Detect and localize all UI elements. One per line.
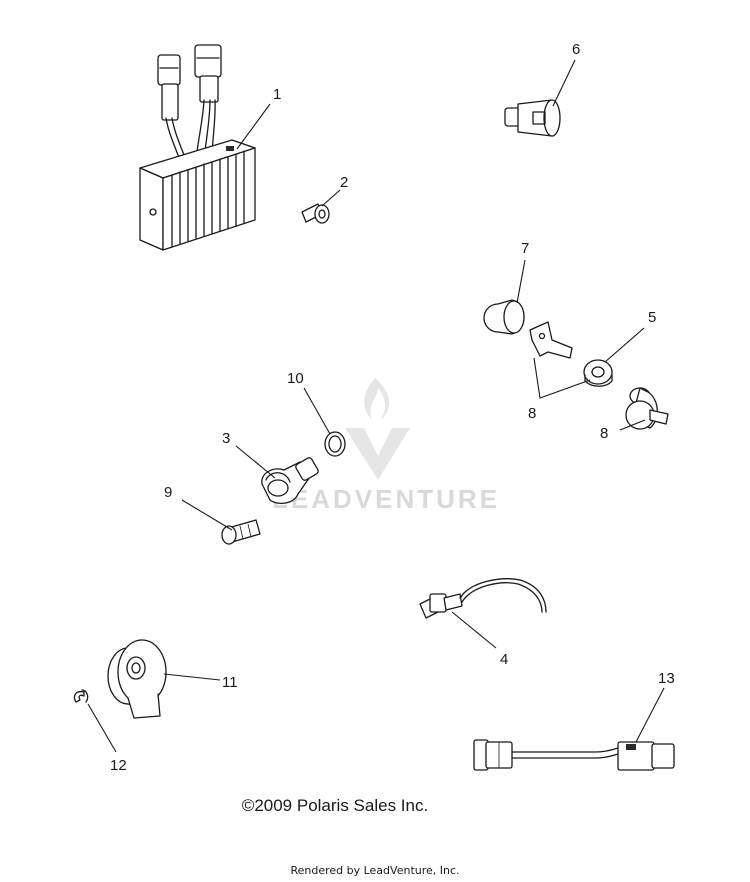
callout-4: 4: [500, 651, 508, 668]
rendered-by-text: Rendered by LeadVenture, Inc.: [290, 864, 460, 877]
callout-5: 5: [648, 309, 656, 326]
knock-sensor-part-11: [107, 639, 167, 719]
bolt-part-2: [301, 203, 330, 224]
leader-7: [516, 259, 526, 304]
screw-part-6: [504, 99, 561, 137]
callout-1: 1: [273, 86, 281, 103]
clip-part-12: [73, 689, 89, 703]
callout-10: 10: [287, 370, 304, 387]
callout-11: 11: [222, 674, 238, 691]
leader-9: [181, 499, 233, 531]
callout-numbers: 1 2 6 7 5 8 8 10 3 9 4 11 12 13: [110, 41, 675, 774]
copyright-text: ©2009 Polaris Sales Inc.: [241, 796, 429, 815]
leader-5: [604, 327, 645, 363]
leader-lines: [87, 59, 665, 753]
leader-13: [635, 687, 665, 743]
leader-3: [235, 445, 276, 479]
voltage-regulator-part: [139, 44, 256, 251]
callout-3: 3: [222, 430, 230, 447]
harness-part-13: [473, 739, 675, 771]
leader-11: [163, 673, 221, 681]
leader-10: [303, 387, 331, 435]
terminal-tab-part-8: [529, 321, 573, 359]
switch-part-8: [625, 387, 669, 430]
callout-12: 12: [110, 757, 127, 774]
nut-part-5: [583, 359, 613, 387]
callout-2: 2: [340, 174, 348, 191]
callout-9: 9: [164, 484, 172, 501]
sensor-part-3: [261, 457, 319, 505]
leader-4: [451, 611, 497, 649]
leader-12: [87, 703, 117, 753]
leader-8a: [533, 357, 591, 399]
bolt-part-9: [221, 519, 261, 545]
callout-8a: 8: [528, 405, 536, 422]
temp-sensor-part-4: [419, 578, 547, 619]
o-ring-part-10: [324, 431, 346, 457]
cap-part-7: [483, 299, 525, 335]
callout-8b: 8: [600, 425, 608, 442]
leader-6: [552, 59, 576, 107]
leader-8b: [619, 419, 646, 431]
callout-13: 13: [658, 670, 675, 687]
watermark-logo: LEADVENTURE: [272, 378, 500, 514]
leader-2: [321, 189, 341, 207]
watermark-text: LEADVENTURE: [272, 484, 500, 514]
leader-1: [236, 103, 271, 150]
callout-7: 7: [521, 240, 529, 257]
callout-6: 6: [572, 41, 580, 58]
